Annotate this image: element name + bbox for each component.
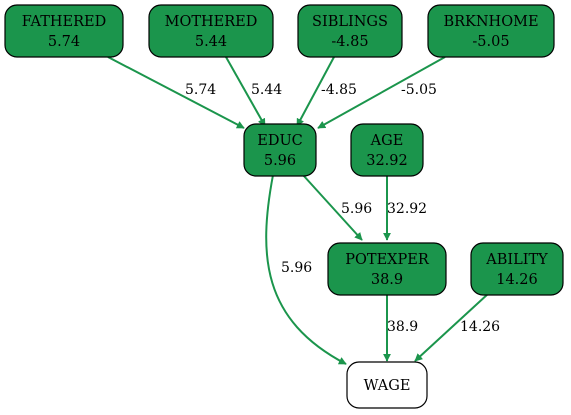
node-educ[interactable]: EDUC 5.96 xyxy=(243,123,317,177)
edge-labels: 5.74 5.44 -4.85 -5.05 5.96 32.92 5.96 38… xyxy=(185,82,500,335)
node-brknhome[interactable]: BRKNHOME -5.05 xyxy=(427,4,555,58)
node-fathered-value: 5.74 xyxy=(48,34,80,50)
node-educ-name: EDUC xyxy=(257,133,303,149)
edge-label-potexper-wage: 38.9 xyxy=(387,319,418,335)
node-ability[interactable]: ABILITY 14.26 xyxy=(470,242,564,296)
edge-ability-wage xyxy=(414,292,490,362)
edge-label-educ-wage: 5.96 xyxy=(281,260,312,276)
node-siblings-value: -4.85 xyxy=(331,34,368,50)
edge-label-educ-potexper: 5.96 xyxy=(341,201,372,217)
edge-siblings-educ xyxy=(296,56,335,127)
edge-label-ability-wage: 14.26 xyxy=(460,319,500,335)
node-educ-value: 5.96 xyxy=(264,153,296,169)
edge-mothered-educ xyxy=(225,56,266,127)
node-potexper-value: 38.9 xyxy=(371,272,403,288)
edge-fathered-educ xyxy=(107,56,245,129)
node-age[interactable]: AGE 32.92 xyxy=(350,123,424,177)
node-wage-name: WAGE xyxy=(364,378,411,394)
node-ability-value: 14.26 xyxy=(496,272,538,288)
edge-label-age-potexper: 32.92 xyxy=(387,201,427,217)
edge-label-mothered-educ: 5.44 xyxy=(251,82,282,98)
node-fathered[interactable]: FATHERED 5.74 xyxy=(4,4,124,58)
edge-educ-potexper xyxy=(302,174,363,241)
node-age-name: AGE xyxy=(370,133,404,149)
node-mothered-value: 5.44 xyxy=(195,34,227,50)
edge-label-brknhome-educ: -5.05 xyxy=(401,82,437,98)
node-mothered-name: MOTHERED xyxy=(165,14,258,30)
edge-label-siblings-educ: -4.85 xyxy=(321,82,357,98)
node-ability-name: ABILITY xyxy=(485,252,548,268)
node-brknhome-name: BRKNHOME xyxy=(443,14,538,30)
node-siblings-name: SIBLINGS xyxy=(312,14,388,30)
node-fathered-name: FATHERED xyxy=(22,14,107,30)
node-wage[interactable]: WAGE xyxy=(346,361,428,409)
node-potexper-name: POTEXPER xyxy=(345,252,430,268)
node-siblings[interactable]: SIBLINGS -4.85 xyxy=(297,4,403,58)
node-age-value: 32.92 xyxy=(366,153,408,169)
edge-educ-wage xyxy=(265,174,347,365)
node-brknhome-value: -5.05 xyxy=(472,34,509,50)
node-mothered[interactable]: MOTHERED 5.44 xyxy=(148,4,274,58)
edge-label-fathered-educ: 5.74 xyxy=(185,82,216,98)
node-potexper[interactable]: POTEXPER 38.9 xyxy=(327,242,447,296)
edge-brknhome-educ xyxy=(317,56,446,129)
edges xyxy=(107,56,490,365)
